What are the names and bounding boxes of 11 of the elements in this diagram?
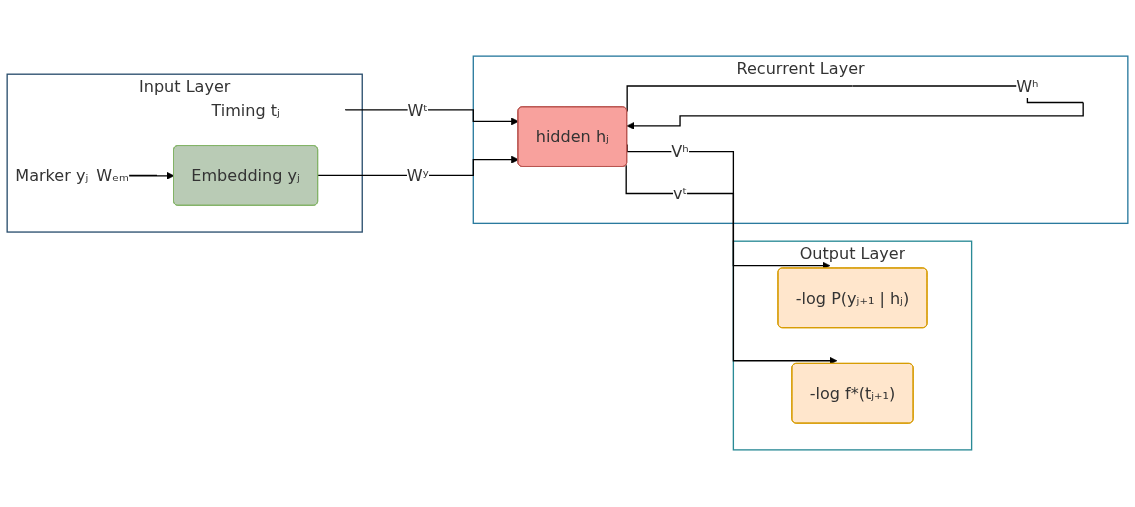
arrow (345, 109, 519, 126)
edge-label: Wʰ (1016, 77, 1039, 96)
edge-label: Wᵗ (407, 100, 429, 120)
edge-label: Wʸ (406, 166, 429, 186)
node-text: Timing tⱼ (211, 100, 280, 120)
arrow (626, 85, 1084, 131)
edge-label: vᵗ (672, 184, 688, 204)
edge-label: Wₑₘ (96, 166, 129, 186)
edge-label: Vʰ (671, 142, 689, 162)
node-text: Marker yⱼ (15, 166, 89, 186)
arrow (317, 156, 519, 177)
